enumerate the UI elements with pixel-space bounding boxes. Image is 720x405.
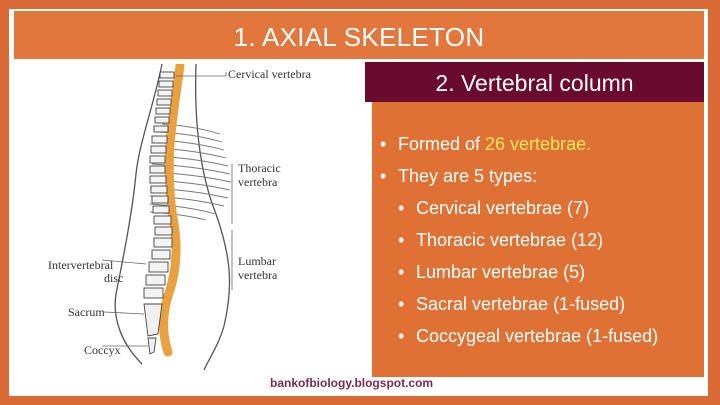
vertebrae xyxy=(143,71,175,299)
label-coccyx: Coccyx xyxy=(84,343,121,357)
sub-bullet-lumbar: • Lumbar vertebrae (5) xyxy=(398,256,658,288)
bullet-icon: • xyxy=(398,198,405,218)
label-thoracic-line1: Thoracic xyxy=(238,161,281,175)
slide-subtitle: 2. Vertebral column xyxy=(365,62,704,102)
sub-bullet-text: Thoracic vertebrae (12) xyxy=(416,230,604,250)
bullet-item-types: • They are 5 types: xyxy=(380,160,658,192)
label-sacrum: Sacrum xyxy=(68,305,105,319)
coccyx-bone xyxy=(147,337,157,355)
sub-bullet-text: Sacral vertebrae (1-fused) xyxy=(416,294,626,314)
bullet-icon: • xyxy=(380,166,387,186)
body-outline-front xyxy=(195,64,231,370)
spinal-cord xyxy=(159,64,185,357)
sacrum-bone xyxy=(143,303,163,337)
bullet-text: Formed of xyxy=(398,134,486,154)
sub-bullet-text: Cervical vertebrae (7) xyxy=(416,198,590,218)
label-lumbar-line2: vertebra xyxy=(238,268,278,282)
sub-bullet-sacral: • Sacral vertebrae (1-fused) xyxy=(398,288,658,320)
vertebral-column-diagram: Cervical vertebra Thoracic vertebra Inte… xyxy=(48,64,312,370)
bullet-item-vertebrae-count: • Formed of 26 vertebrae. xyxy=(380,128,658,160)
bullet-icon: • xyxy=(398,230,405,250)
sub-bullet-thoracic: • Thoracic vertebrae (12) xyxy=(398,224,658,256)
sub-bullet-text: Coccygeal vertebrae (1-fused) xyxy=(416,326,659,346)
label-thoracic-line2: vertebra xyxy=(238,175,278,189)
bullet-icon: • xyxy=(398,262,405,282)
content-panel xyxy=(372,72,704,377)
bullet-icon: • xyxy=(398,294,405,314)
leader-lines xyxy=(101,72,233,347)
label-cervical-vertebra: Cervical vertebra xyxy=(228,67,312,81)
bullet-icon: • xyxy=(380,134,387,154)
label-lumbar-line1: Lumbar xyxy=(238,254,276,268)
bullet-text: They are 5 types: xyxy=(398,166,538,186)
footer-source-text: bankofbiology.blogspot.com xyxy=(270,376,434,390)
body-outline-back xyxy=(114,64,163,365)
bullet-list: • Formed of 26 vertebrae. • They are 5 t… xyxy=(380,128,658,352)
sub-bullet-coccygeal: • Coccygeal vertebrae (1-fused) xyxy=(398,320,658,352)
bullet-icon: • xyxy=(398,326,405,346)
label-intervertebral-line1: Intervertebral xyxy=(48,258,114,272)
sub-bullet-cervical: • Cervical vertebrae (7) xyxy=(398,192,658,224)
slide-title: 1. AXIAL SKELETON xyxy=(14,11,704,59)
sub-bullet-text: Lumbar vertebrae (5) xyxy=(416,262,586,282)
label-intervertebral-line2: disc xyxy=(104,271,123,285)
highlight-text: 26 vertebrae. xyxy=(485,134,592,154)
